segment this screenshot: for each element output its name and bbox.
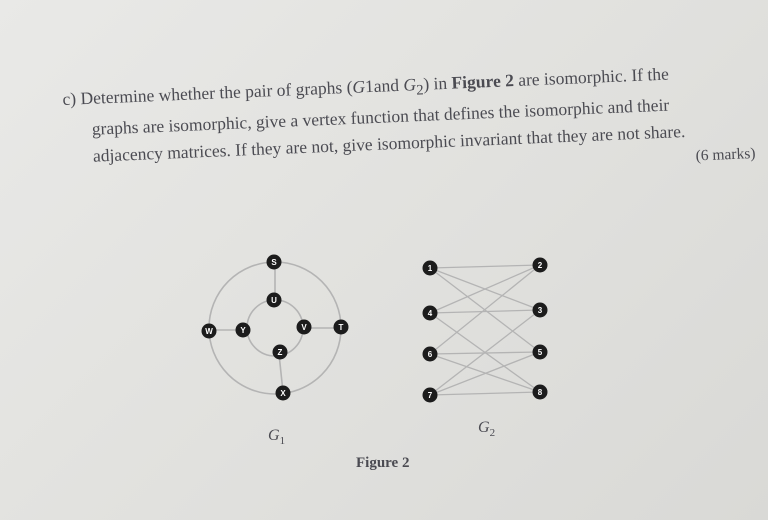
- svg-text:X: X: [280, 389, 286, 398]
- graph-g2: 1 4 6 7 2 3 5: [422, 257, 548, 439]
- g1-label: G1: [268, 427, 285, 447]
- svg-text:4: 4: [428, 309, 433, 318]
- svg-text:S: S: [271, 258, 277, 267]
- node-2: 2: [532, 257, 548, 273]
- svg-text:Y: Y: [240, 326, 246, 335]
- node-1: 1: [422, 260, 438, 276]
- svg-text:5: 5: [538, 348, 543, 357]
- svg-text:3: 3: [538, 306, 543, 315]
- node-3: 3: [532, 302, 548, 318]
- g2-label: G2: [478, 419, 495, 439]
- graph-g1: S U W Y V T Z: [201, 254, 349, 447]
- svg-text:6: 6: [428, 350, 433, 359]
- node-w: W: [201, 323, 217, 339]
- figure-caption: Figure 2: [356, 455, 410, 471]
- g2-edges: [429, 264, 541, 396]
- node-7: 7: [422, 387, 438, 403]
- node-u: U: [266, 292, 282, 308]
- node-v: V: [296, 319, 312, 335]
- node-5: 5: [532, 344, 548, 360]
- node-t: T: [333, 319, 349, 335]
- node-x: X: [275, 385, 291, 401]
- svg-text:8: 8: [538, 388, 543, 397]
- node-4: 4: [422, 305, 438, 321]
- svg-text:7: 7: [428, 391, 433, 400]
- svg-text:2: 2: [538, 261, 543, 270]
- svg-text:V: V: [301, 323, 307, 332]
- svg-text:1: 1: [428, 264, 433, 273]
- svg-text:Z: Z: [278, 348, 283, 357]
- node-z: Z: [272, 344, 288, 360]
- node-6: 6: [422, 346, 438, 362]
- node-y: Y: [235, 322, 251, 338]
- node-8: 8: [532, 384, 548, 400]
- svg-text:W: W: [205, 327, 213, 336]
- node-s: S: [266, 254, 282, 270]
- svg-text:T: T: [339, 323, 344, 332]
- svg-text:U: U: [271, 296, 277, 305]
